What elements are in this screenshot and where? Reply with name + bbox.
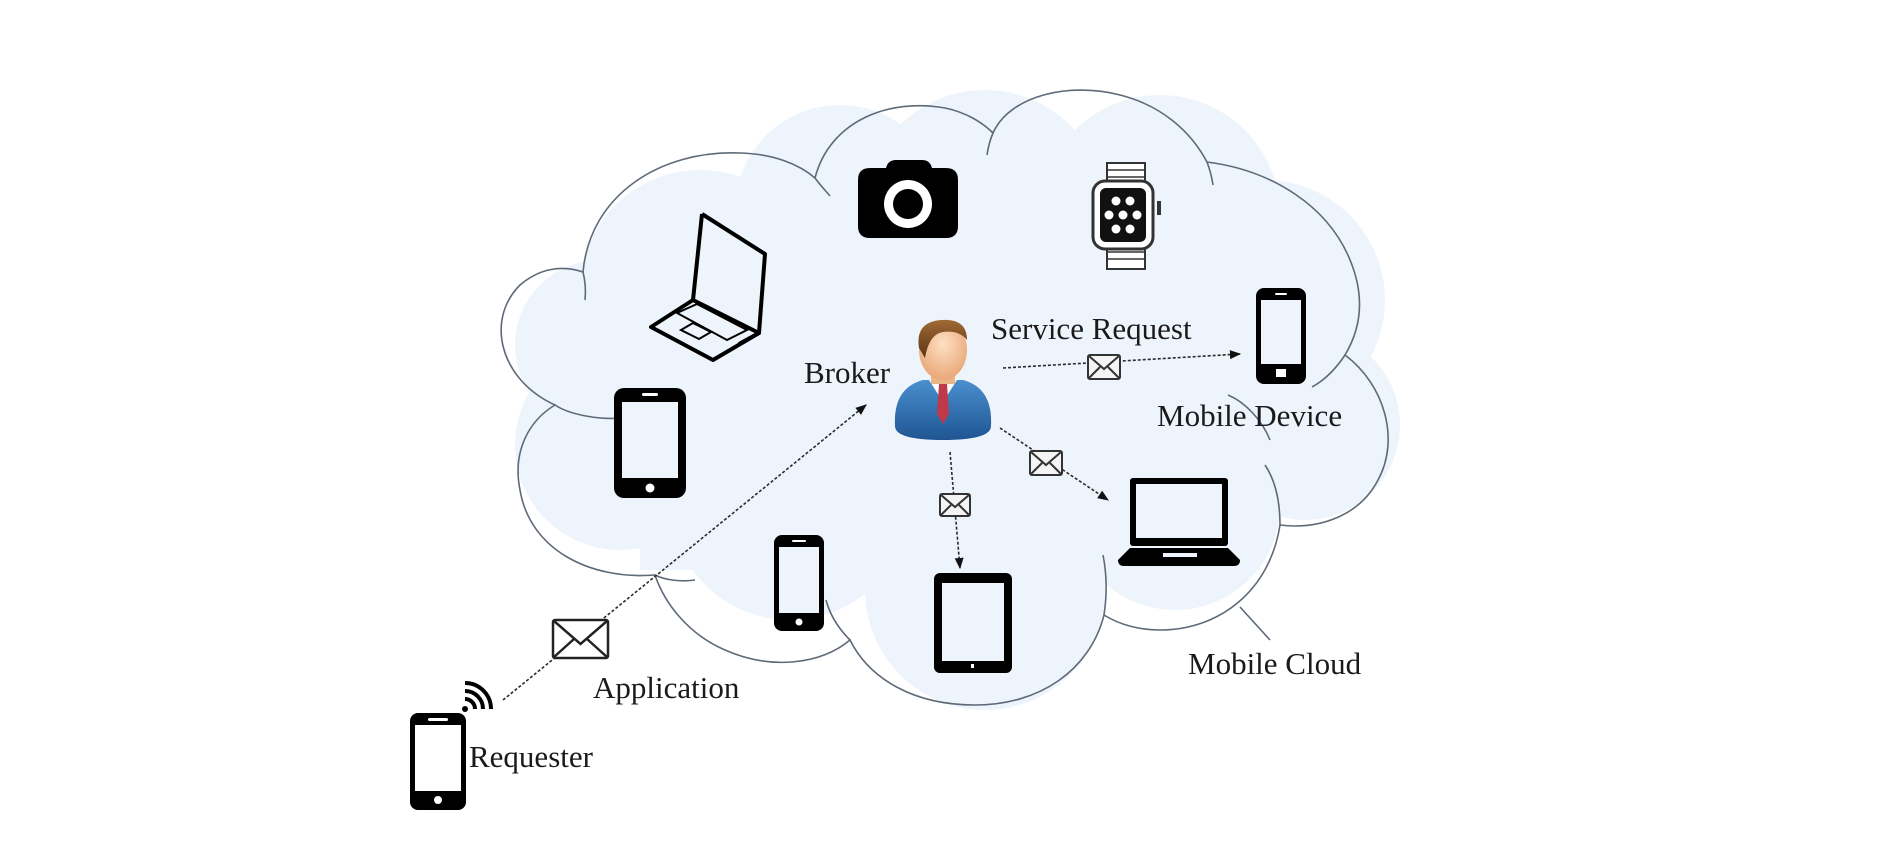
- broker-avatar-icon: [894, 319, 992, 440]
- edge-broker-to-laptop: [999, 427, 1109, 501]
- tablet-icon: [934, 573, 1012, 673]
- application-label: Application: [593, 670, 740, 705]
- smartwatch-icon: [1091, 162, 1161, 270]
- edge-broker-to-tablet: [949, 451, 964, 570]
- cloud-inner-arc: [1102, 554, 1107, 616]
- cloud-inner-arc: [825, 599, 851, 641]
- cloud-inner-arc: [1311, 354, 1346, 388]
- mobile-device-label: Mobile Device: [1157, 398, 1342, 433]
- laptop-icon: [1118, 478, 1240, 566]
- laptop-icon: [649, 212, 767, 362]
- smartphone-icon: [614, 388, 686, 498]
- wifi-signal-icon: [462, 681, 493, 712]
- camera-icon: [858, 160, 958, 238]
- envelope-icon: [551, 618, 610, 660]
- cloud-outline: [500, 89, 1389, 706]
- mobile-device-leader-arc: [1227, 394, 1271, 441]
- cloud-inner-arc: [986, 132, 994, 156]
- service-request-label: Service Request: [991, 311, 1192, 346]
- mobile-cloud-label: Mobile Cloud: [1188, 646, 1362, 681]
- envelope-icon: [1087, 354, 1121, 380]
- cloud-inner-arc: [814, 177, 831, 197]
- broker-label: Broker: [804, 355, 891, 390]
- smartphone-icon: [410, 713, 466, 810]
- smartphone-icon: [1256, 288, 1306, 384]
- cloud-inner-arc: [654, 574, 696, 582]
- edge-broker-to-mobile-device: [1002, 350, 1242, 369]
- smartphone-icon: [774, 535, 824, 631]
- cloud-inner-arc: [1206, 161, 1214, 186]
- envelope-icon: [939, 493, 971, 517]
- requester-label: Requester: [469, 739, 594, 774]
- envelope-icon: [1029, 450, 1063, 476]
- cloud-inner-arc: [582, 271, 587, 301]
- cloud-inner-arc: [1264, 464, 1281, 526]
- cloud-label-leader: [1239, 606, 1271, 641]
